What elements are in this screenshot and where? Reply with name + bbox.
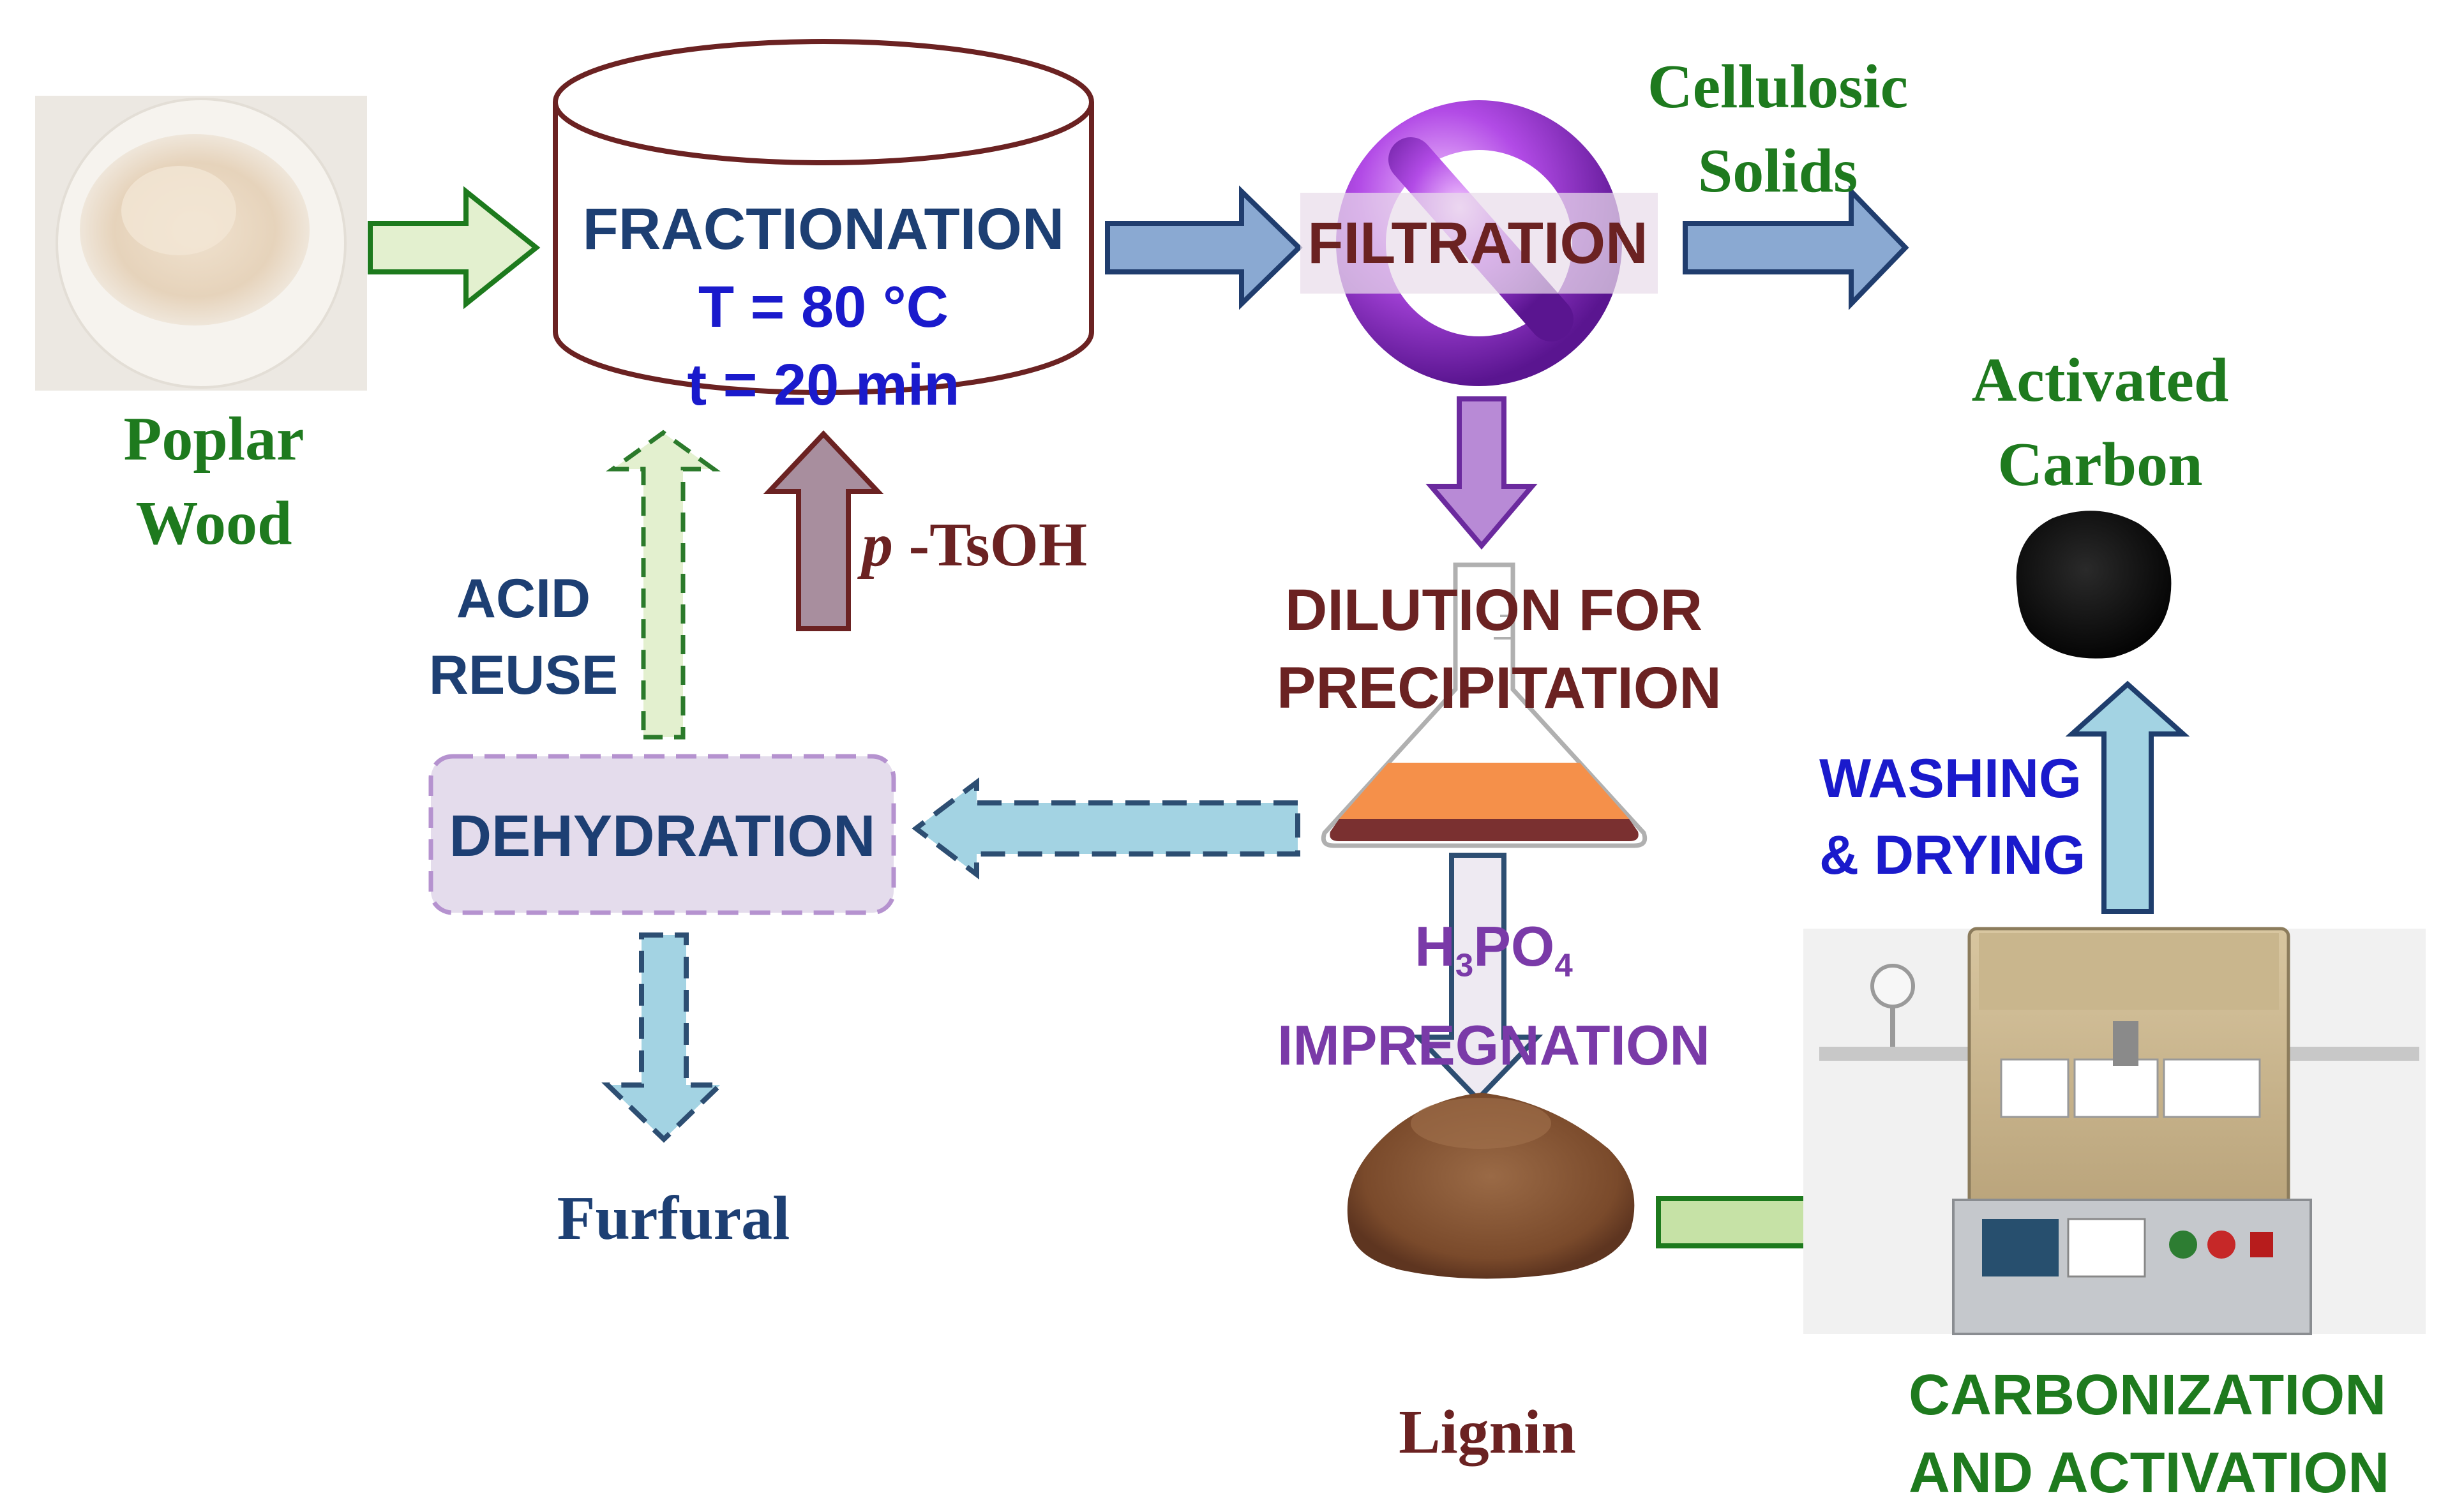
arrow-washing-to-activated-carbon xyxy=(2065,680,2190,914)
arrow-fractionation-to-filtration xyxy=(1105,185,1303,310)
activated-carbon-image xyxy=(2016,511,2172,659)
fractionation-title: FRACTIONATION xyxy=(582,197,1065,262)
cellulosic-solids-line2: Solids xyxy=(1697,137,1858,206)
arrow-wood-to-fractionation xyxy=(368,186,541,310)
carbonization-line1: CARBONIZATION xyxy=(1909,1363,2387,1427)
cellulosic-solids-line1: Cellulosic xyxy=(1647,52,1909,121)
arrow-ptsoh-input xyxy=(763,430,884,631)
poplar-wood-image xyxy=(35,96,367,391)
h3po4-formula: H3PO4 xyxy=(1277,906,1711,1005)
arrow-filtration-to-dilution xyxy=(1425,396,1538,550)
acid-reuse-line2: REUSE xyxy=(428,645,619,706)
lignin-label: Lignin xyxy=(1399,1398,1576,1467)
h3po4-po: PO xyxy=(1473,915,1555,978)
carbonization-line2: AND ACTIVATION xyxy=(1909,1441,2390,1505)
dilution-line2: PRECIPITATION xyxy=(1277,655,1722,721)
h3po4-sub-4: 4 xyxy=(1554,947,1573,984)
furfural-label: Furfural xyxy=(557,1184,790,1253)
poplar-wood-label: Poplar Wood xyxy=(96,397,332,565)
dilution-line1: DILUTION FOR xyxy=(1284,578,1703,643)
activated-carbon-line1: Activated xyxy=(1971,346,2229,415)
impregnation-line: IMPREGNATION xyxy=(1277,1014,1710,1077)
fractionation-time: t = 20 min xyxy=(687,352,960,417)
poplar-wood-label-line2: Wood xyxy=(135,489,292,558)
dehydration-box xyxy=(428,754,896,915)
ptsoh-label: p -TsOH xyxy=(862,514,1143,576)
ptsoh-italic-p: p xyxy=(862,511,893,580)
ptsoh-rest: -TsOH xyxy=(893,511,1088,580)
h3po4-h: H xyxy=(1415,915,1455,978)
precipitation-flask xyxy=(1321,562,1648,848)
washing-line2: & DRYING xyxy=(1819,825,2086,886)
arrow-filtration-to-cellulosic xyxy=(1683,185,1909,310)
arrow-acid-reuse xyxy=(606,430,721,740)
acid-reuse-line1: ACID xyxy=(456,568,591,629)
fractionation-temperature: T = 80 °C xyxy=(698,274,949,340)
acid-reuse-label: ACID REUSE xyxy=(428,560,619,714)
arrow-dilution-to-dehydration xyxy=(912,777,1300,880)
fractionation-text: FRACTIONATION T = 80 °C t = 20 min xyxy=(575,190,1072,424)
activated-carbon-line2: Carbon xyxy=(1997,430,2203,499)
lignin-powder-image xyxy=(1347,1093,1635,1279)
activated-carbon-label: Activated Carbon xyxy=(1941,338,2260,507)
arrow-impregnation-to-lignin xyxy=(1412,853,1543,1103)
poplar-wood-label-line1: Poplar xyxy=(123,405,304,474)
arrow-dehydration-to-furfural xyxy=(601,932,726,1143)
carbonization-activation-label: CARBONIZATION AND ACTIVATION xyxy=(1909,1356,2390,1512)
h3po4-impregnation-label: H3PO4 IMPREGNATION xyxy=(1277,906,1711,1086)
washing-line1: WASHING xyxy=(1819,748,2082,809)
filtration-prohibition-symbol xyxy=(1300,100,1658,386)
fractionation-vessel xyxy=(553,39,1094,395)
h3po4-sub-3: 3 xyxy=(1455,947,1474,984)
dehydration-label: DEHYDRATION xyxy=(449,804,876,869)
filtration-label: FILTRATION xyxy=(1307,211,1648,276)
dilution-precipitation-label: DILUTION FOR PRECIPITATION xyxy=(1277,571,1722,727)
washing-drying-label: WASHING & DRYING xyxy=(1819,740,2086,894)
cellulosic-solids-label: Cellulosic Solids xyxy=(1609,45,1947,213)
tube-furnace-image xyxy=(1803,927,2426,1335)
